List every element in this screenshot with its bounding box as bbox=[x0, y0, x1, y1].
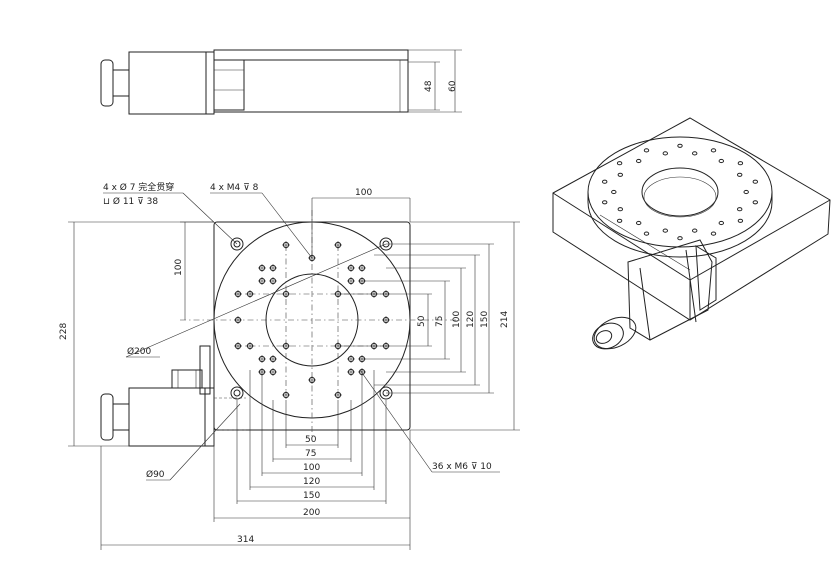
iso-hole bbox=[611, 189, 617, 195]
dim-75-v: 75 bbox=[435, 316, 445, 327]
iso-hole bbox=[737, 207, 743, 212]
iso-hole bbox=[737, 161, 744, 166]
dim-100-left: 100 bbox=[174, 259, 184, 276]
dim-100-h: 100 bbox=[303, 463, 320, 473]
iso-hole bbox=[617, 172, 623, 177]
iso-hole bbox=[636, 220, 642, 226]
dim-width-top: 100 bbox=[355, 188, 372, 198]
dim-150-v: 150 bbox=[480, 311, 490, 328]
iso-hole bbox=[602, 200, 608, 205]
iso-hole bbox=[636, 158, 642, 164]
iso-hole bbox=[718, 220, 724, 226]
dim-100-v: 100 bbox=[452, 311, 462, 328]
callout-d90: Ø90 bbox=[146, 469, 165, 480]
callout-m4: 4 x M4 ⊽ 8 bbox=[210, 183, 259, 193]
iso-hole bbox=[710, 231, 717, 236]
iso-hole bbox=[643, 148, 650, 153]
dim-120-v: 120 bbox=[466, 311, 476, 328]
dim-200-h: 200 bbox=[303, 508, 320, 518]
iso-hole bbox=[662, 151, 668, 156]
dim-50-v: 50 bbox=[417, 315, 427, 327]
dim-75-h: 75 bbox=[305, 449, 316, 459]
dim-50-h: 50 bbox=[305, 435, 317, 445]
iso-hole bbox=[692, 228, 698, 233]
iso-hole bbox=[602, 179, 608, 184]
iso-hole bbox=[737, 172, 743, 177]
iso-hole bbox=[737, 218, 744, 223]
iso-hole bbox=[718, 158, 724, 164]
dim-314: 314 bbox=[237, 535, 254, 545]
dim-228: 228 bbox=[59, 323, 69, 340]
callout-d200: Ø200 bbox=[127, 346, 152, 357]
iso-hole bbox=[662, 228, 668, 233]
side-view: 48 60 bbox=[100, 49, 462, 115]
iso-hole bbox=[616, 218, 623, 223]
callout-m6: 36 x M6 ⊽ 10 bbox=[432, 462, 492, 472]
iso-hole bbox=[616, 161, 623, 166]
isometric-view bbox=[552, 117, 831, 350]
dim-120-h: 120 bbox=[303, 477, 320, 487]
dim-48: 48 bbox=[424, 80, 434, 92]
iso-hole bbox=[643, 231, 650, 236]
iso-hole bbox=[752, 200, 758, 205]
iso-hole bbox=[743, 189, 749, 195]
iso-hole bbox=[692, 151, 698, 156]
plan-view: Ø200 100 100 228 214 bbox=[59, 181, 520, 550]
callout-through-holes-2: ⊔ Ø 11 ⊽ 38 bbox=[103, 196, 158, 207]
callout-through-holes-1: 4 x Ø 7 完全贯穿 bbox=[103, 181, 174, 193]
dim-150-h: 150 bbox=[303, 491, 320, 501]
dim-214: 214 bbox=[500, 311, 510, 328]
iso-hole bbox=[677, 236, 683, 241]
iso-hole bbox=[617, 207, 623, 212]
dim-60: 60 bbox=[448, 80, 458, 92]
iso-hole bbox=[710, 148, 717, 153]
iso-hole bbox=[677, 143, 683, 148]
iso-hole bbox=[752, 179, 758, 184]
